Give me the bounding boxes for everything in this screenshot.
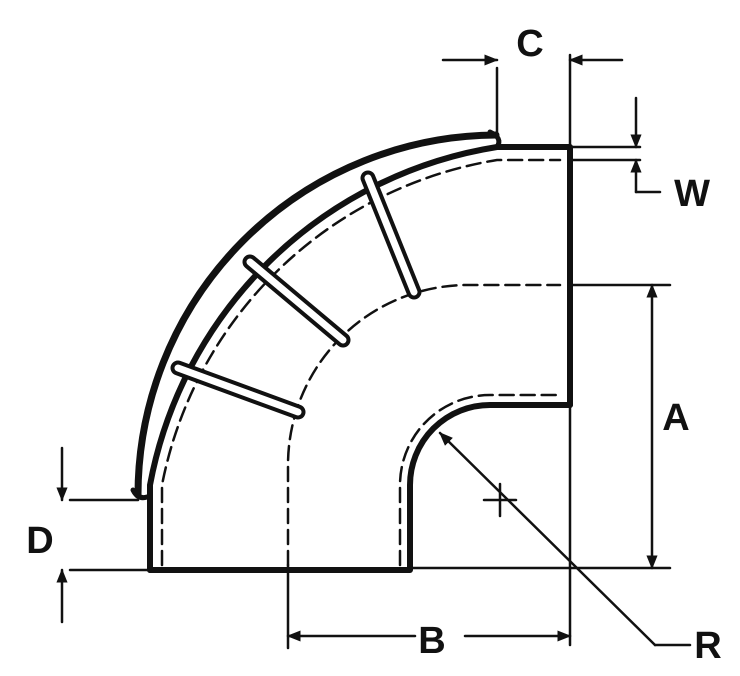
rib: [174, 364, 302, 416]
rib: [364, 174, 418, 296]
outer-liner-dashed: [160, 158, 562, 567]
outer-flange: [134, 131, 500, 499]
dimension-arrows: [56, 54, 662, 642]
extension-lines: [68, 53, 672, 650]
label-a: A: [662, 397, 689, 439]
inner-liner-dashed: [398, 393, 562, 567]
label-c: C: [516, 23, 543, 65]
elbow-body: [130, 129, 573, 573]
label-w: W: [674, 173, 710, 215]
label-r: R: [694, 625, 721, 667]
inner-wall: [147, 402, 573, 573]
ribs: [170, 170, 422, 420]
outer-wall: [147, 144, 573, 573]
radius-leader: [438, 431, 657, 647]
label-d: D: [26, 520, 53, 562]
label-b: B: [418, 620, 445, 662]
center-mark: [482, 482, 518, 518]
rib: [246, 258, 347, 344]
flange-end-left: [130, 487, 150, 501]
